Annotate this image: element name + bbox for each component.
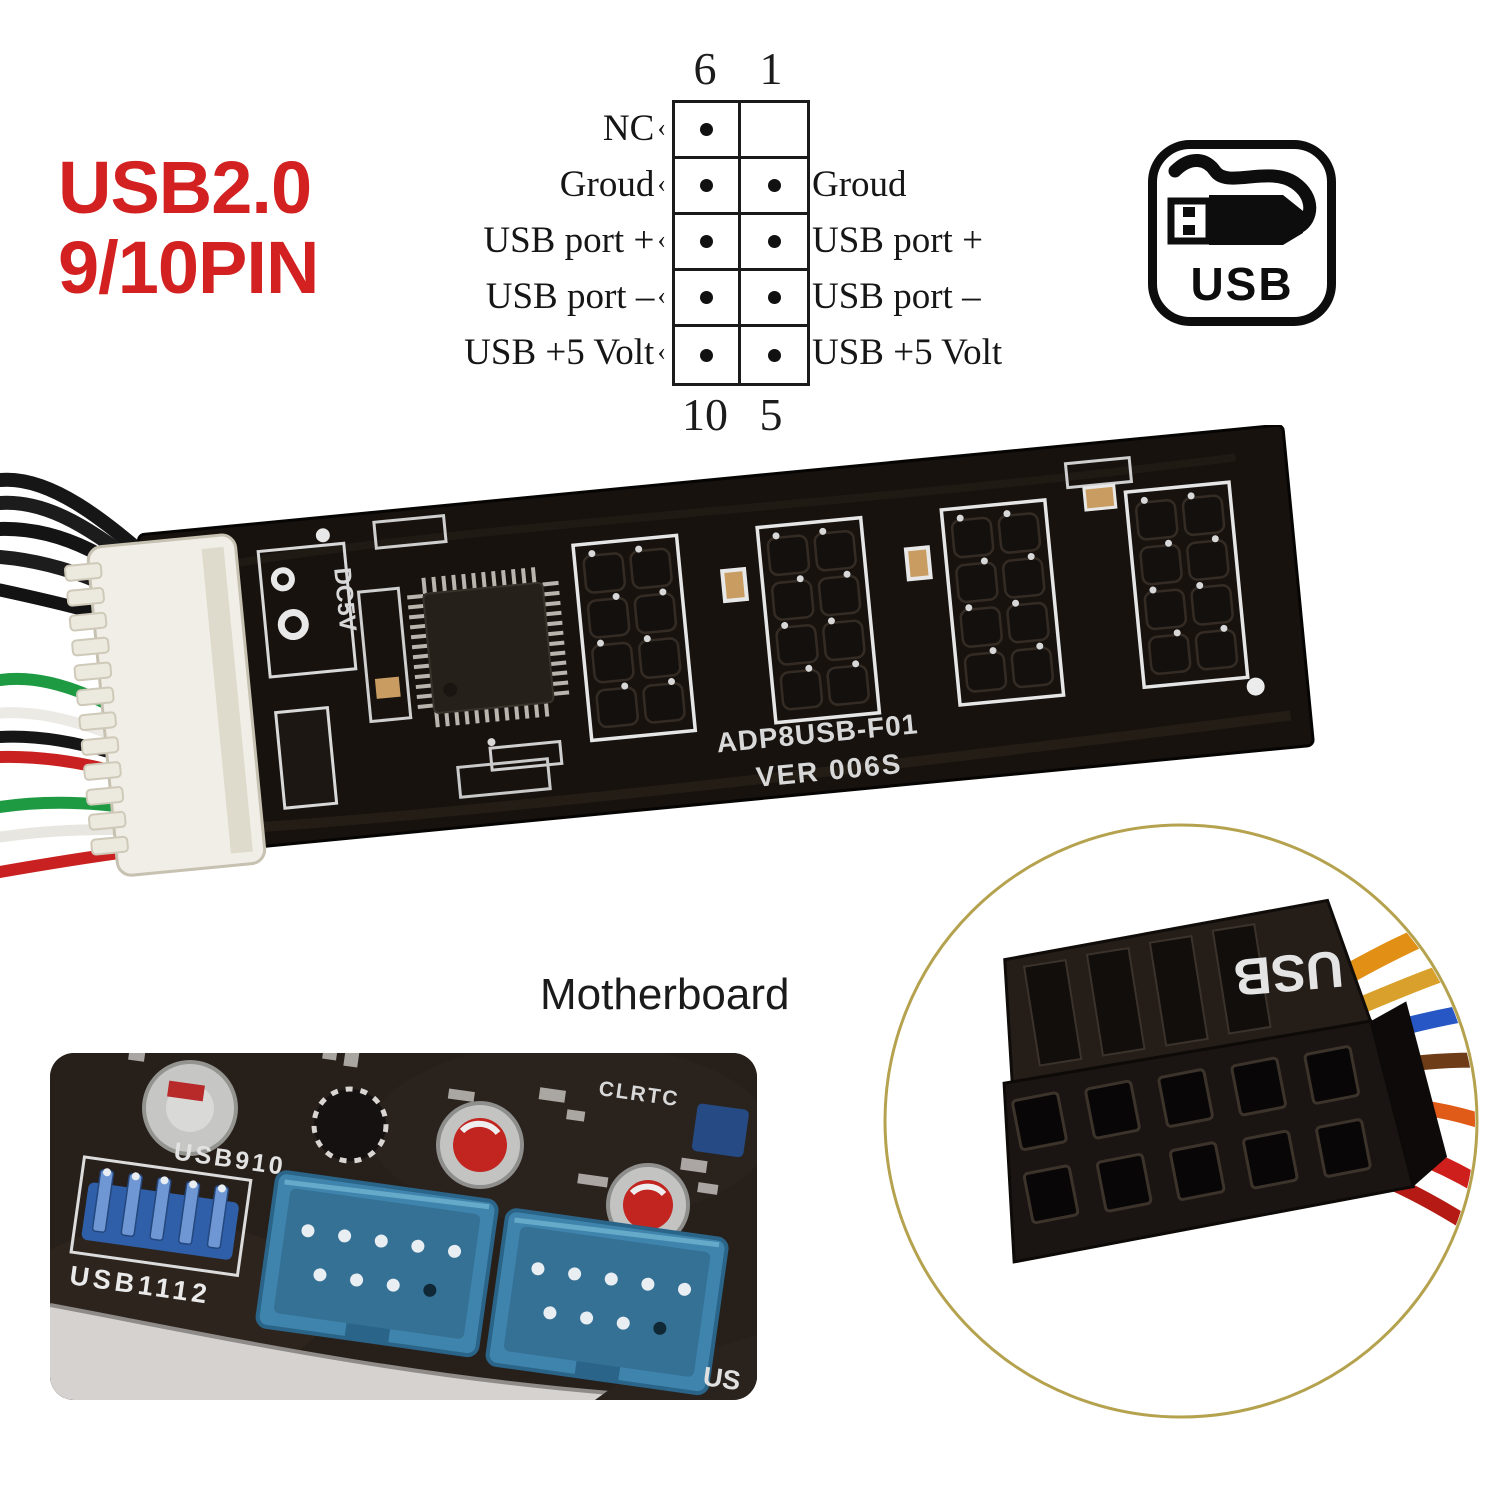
pin-cell-right-2 [741, 159, 807, 215]
pin-cell-right-5 [741, 327, 807, 383]
pin-label-text: Groud [812, 163, 907, 205]
pin-label-text: USB port + [812, 219, 983, 261]
dc5v-silkscreen: DC5V [256, 541, 361, 679]
white-connector [64, 533, 267, 877]
qfp-chip [407, 566, 570, 728]
pin-label-text: Groud [559, 163, 655, 205]
pin-dot [767, 291, 781, 304]
pin-label-right-5: USB +5 Volt [812, 324, 1172, 380]
pin-label-text: USB +5 Volt [812, 331, 1003, 373]
pin-cell-left-3 [675, 215, 741, 271]
usb-header-2 [485, 1208, 729, 1396]
pin-label-left-2: Groud‹ [322, 156, 666, 212]
pin-cell-left-1 [675, 103, 741, 159]
partial-usb-label: US [701, 1361, 742, 1396]
pin-cell-left-5 [675, 327, 741, 383]
smd-resistors [719, 545, 933, 604]
pin-arrow-icon: ‹ [657, 337, 666, 366]
pin-label-right-4: USB port – [812, 268, 1172, 324]
title-line-2: 9/10PIN [58, 226, 319, 309]
photo-background [50, 1305, 740, 1400]
connector-usb-label: USB [1231, 939, 1345, 1006]
pin-label-right-2: Groud [812, 156, 1172, 212]
usb-badge: USB [1148, 140, 1336, 326]
pin-dot [767, 235, 781, 248]
pin-arrow-icon: ‹ [657, 225, 666, 254]
pin-dot [767, 179, 781, 192]
pin-label-text: USB port – [485, 275, 655, 317]
pin-dot [767, 348, 781, 362]
pcb-pin-header-2 [755, 515, 882, 725]
usb-badge-label: USB [1190, 258, 1294, 310]
pin-number-5: 5 [759, 389, 783, 440]
motherboard-caption: Motherboard [540, 970, 790, 1019]
pin-number-10: 10 [682, 389, 728, 440]
clrtc-jumper [691, 1103, 749, 1158]
pcb-pin-header-3 [939, 498, 1066, 707]
title-line-1: USB2.0 [58, 146, 312, 229]
pin-label-text: USB port – [812, 275, 981, 317]
pin-cell-left-2 [675, 159, 741, 215]
pin-label-text: USB +5 Volt [464, 331, 655, 373]
pin-label-right-3: USB port + [812, 212, 1172, 268]
pinout-grid [672, 100, 810, 386]
motherboard-photo: CLRTC USB910 USB1112 US [50, 1053, 757, 1400]
pin-dot [700, 179, 713, 192]
usb-plug-icon [1167, 154, 1317, 245]
pinout-labels-left: NC‹Groud‹USB port +‹USB port –‹USB +5 Vo… [322, 100, 666, 380]
pin-dot [700, 291, 713, 304]
usb-9pin-connector: USB [1002, 898, 1448, 1264]
pin-label-left-3: USB port +‹ [322, 212, 666, 268]
pin-dot [700, 123, 713, 136]
pin-arrow-icon: ‹ [657, 113, 666, 142]
connector-closeup-photo: USB [878, 818, 1484, 1424]
usb-header-1 [255, 1170, 499, 1358]
pin-arrow-icon: ‹ [657, 169, 666, 198]
pin-cell-left-4 [675, 271, 741, 327]
smd-components [274, 456, 1265, 810]
pin-number-6: 6 [693, 43, 717, 94]
pin-label-left-5: USB +5 Volt‹ [322, 324, 666, 380]
pcb-pin-header-4 [1123, 480, 1250, 690]
dc5v-label: DC5V [328, 566, 361, 632]
pin-cell-right-3 [741, 215, 807, 271]
pin-label-text: USB port + [483, 219, 655, 261]
pin-arrow-icon: ‹ [657, 281, 666, 310]
pin-label-right-1 [812, 100, 1172, 156]
pin-number-1: 1 [759, 43, 783, 94]
pin-cell-right-1 [741, 103, 807, 159]
pin-dot [700, 348, 713, 362]
pin-cell-right-4 [741, 271, 807, 327]
pin-label-text: NC [602, 107, 655, 149]
pin-label-left-1: NC‹ [322, 100, 666, 156]
pin-label-left-4: USB port –‹ [322, 268, 666, 324]
product-title: USB2.0 9/10PIN [58, 146, 319, 309]
pin-dot [700, 235, 713, 248]
adapter-pcb-photo: DC5V [0, 425, 1400, 920]
pcb-pin-header-1 [571, 533, 698, 743]
